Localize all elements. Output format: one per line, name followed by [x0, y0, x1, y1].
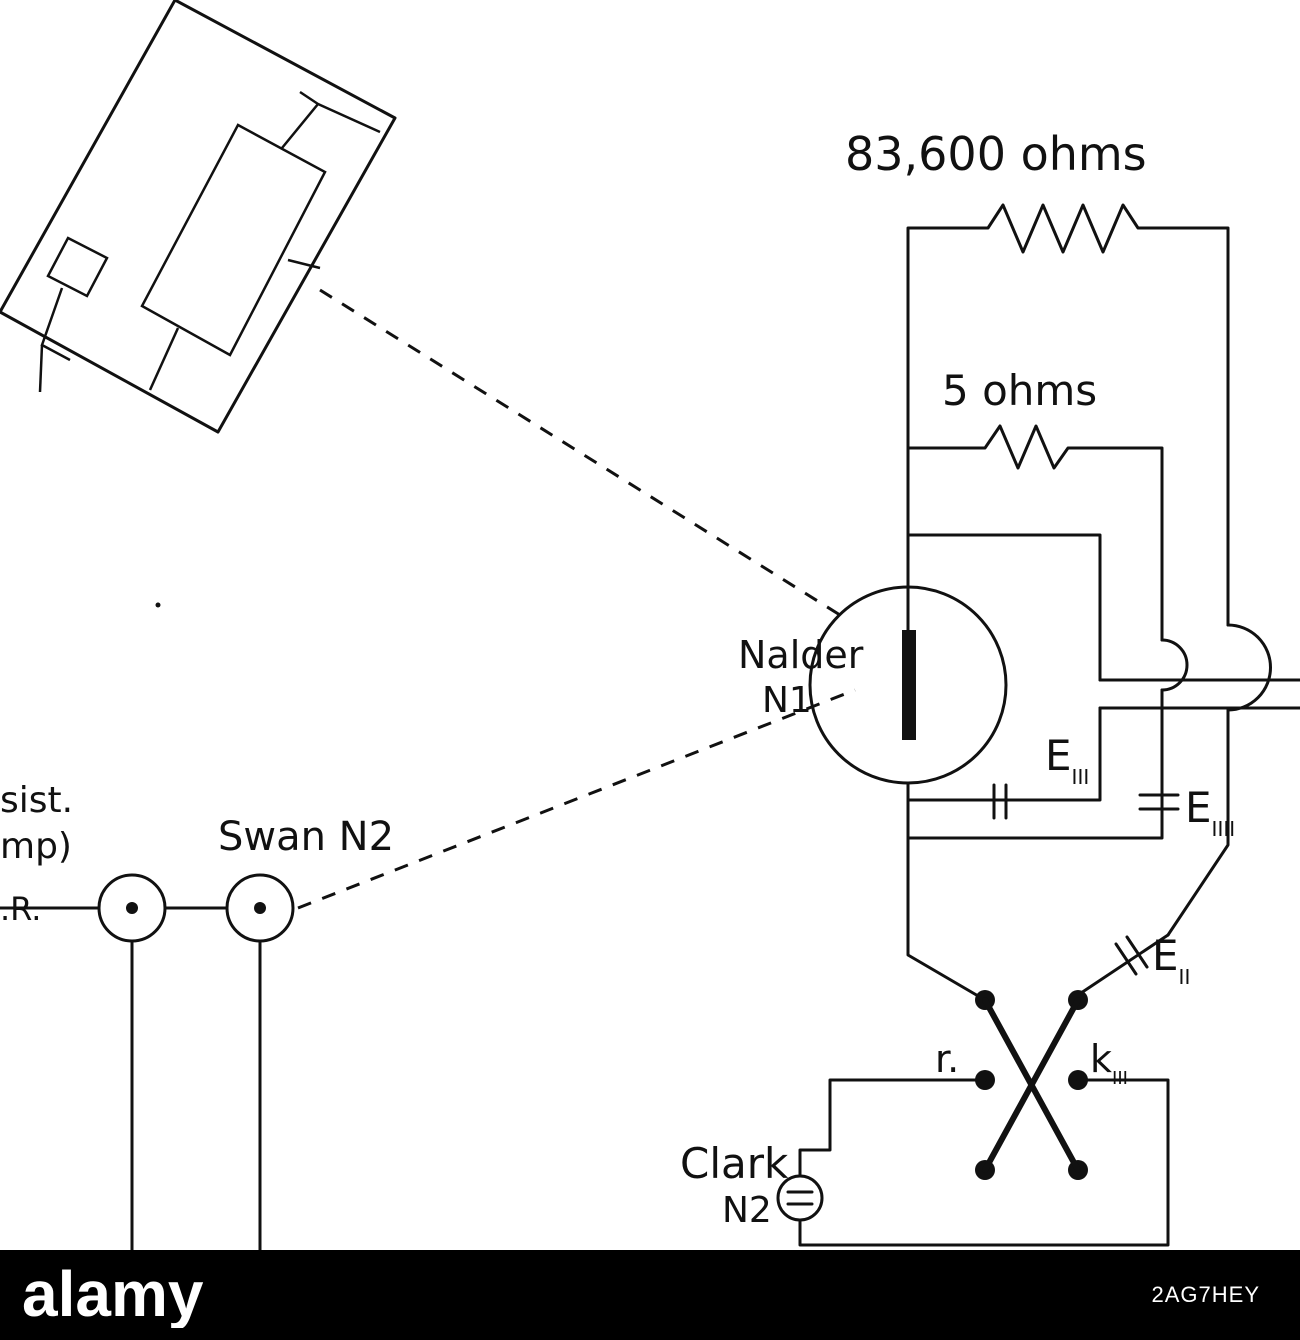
e3-label: EIII [1045, 731, 1089, 789]
resist-label-line1: sist. [0, 780, 73, 821]
capacitor-e2 [1114, 935, 1149, 976]
resistor-mid-label: 5 ohms [942, 366, 1097, 415]
e2-label: EII [1152, 931, 1190, 989]
watermark-bar [0, 1250, 1300, 1340]
dashed-link-swan [297, 688, 856, 910]
alamy-logo: alamy [22, 1262, 204, 1328]
dashed-link-instrument [319, 288, 841, 617]
svg-text:alamy: alamy [22, 1262, 204, 1328]
circuit-diagram: 83,600 ohms 5 ohms Nalder N1 EIII EIIII … [0, 0, 1300, 1250]
clark-cell [776, 1174, 824, 1222]
nalder-label: Nalder [738, 633, 864, 677]
nalder-sub-label: N1 [762, 680, 812, 721]
resistor-top-label: 83,600 ohms [845, 127, 1147, 181]
clark-label: Clark [680, 1139, 789, 1188]
r-label: r. [935, 1037, 959, 1081]
resistor-5ohm [906, 424, 1164, 642]
resistance-lamp [97, 873, 167, 1250]
capacitor-e4 [1138, 793, 1180, 811]
e4-label: EIIII [1185, 783, 1235, 841]
clark-sub-label: N2 [722, 1190, 772, 1231]
image-id: 2AG7HEY [1151, 1282, 1260, 1307]
resist-label-line3: .R. [0, 890, 41, 928]
resist-label-line2: mp) [0, 826, 72, 867]
swan-lamp [225, 873, 295, 1250]
capacitor-e3 [992, 783, 1008, 820]
instrument-small-rect [46, 236, 109, 298]
instrument-inner-rect [140, 123, 327, 357]
reversing-key [975, 990, 1088, 1180]
instrument-box [0, 0, 397, 434]
swan-label: Swan N2 [218, 814, 394, 860]
resistor-83600 [906, 203, 1230, 667]
